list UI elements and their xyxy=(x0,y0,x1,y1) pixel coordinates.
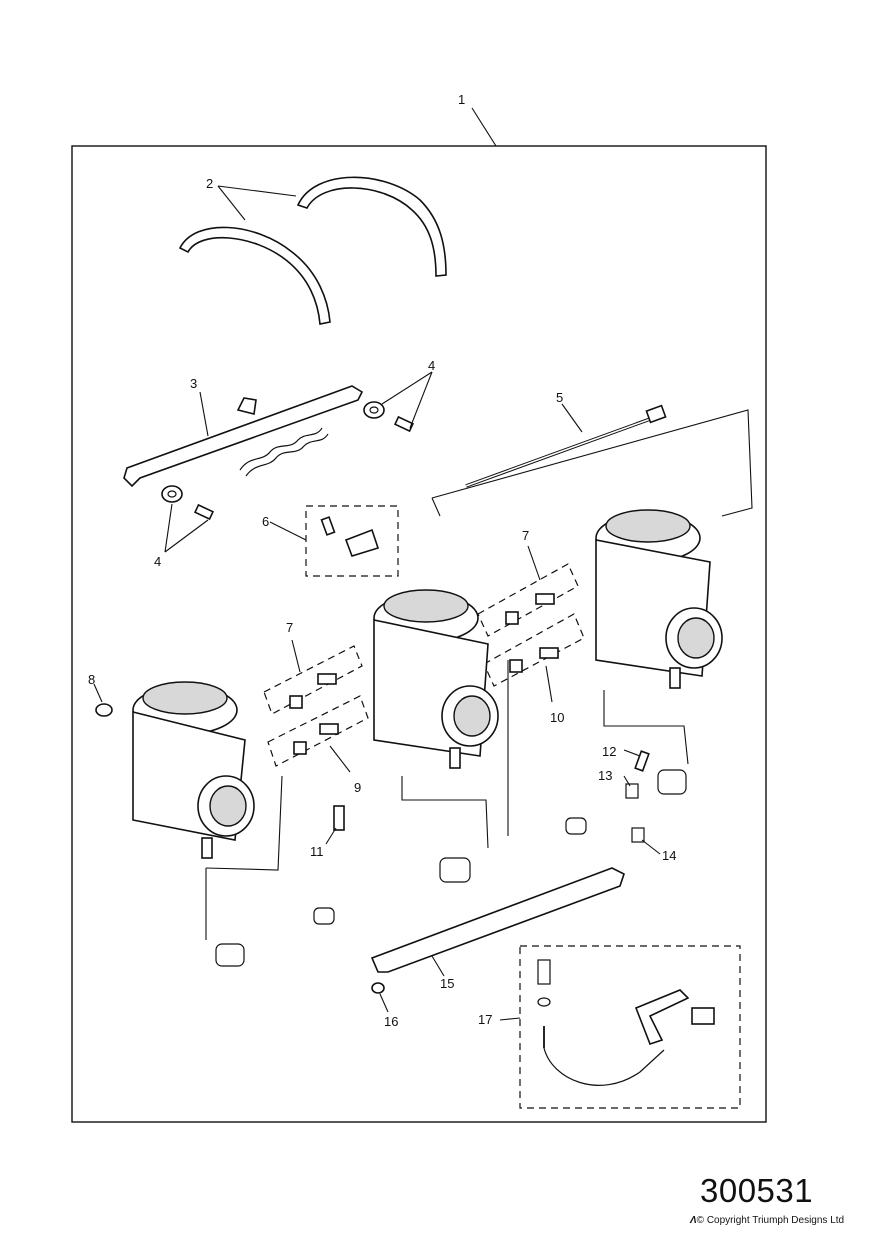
connecting-rod-part xyxy=(465,404,667,488)
part-label-10: 10 xyxy=(550,710,564,725)
part-label-5: 5 xyxy=(556,390,563,405)
throttle-bracket-part xyxy=(123,385,364,488)
cap-part xyxy=(95,703,113,717)
choke-cable-part xyxy=(537,959,715,1086)
pin-part xyxy=(333,805,345,831)
fuel-rail-part xyxy=(370,867,625,973)
part-label-16: 16 xyxy=(384,1014,398,1029)
part-label-3: 3 xyxy=(190,376,197,391)
diagram-reference-number: 300531 xyxy=(700,1172,814,1209)
part-label-11: 11 xyxy=(310,844,324,859)
part-label-7b: 7 xyxy=(286,620,293,635)
assembly-frame xyxy=(71,145,767,1123)
part-label-4b: 4 xyxy=(154,554,161,569)
part-label-17: 17 xyxy=(478,1012,492,1027)
copyright-notice: Λ© Copyright Triumph Designs Ltd xyxy=(690,1215,844,1226)
part-label-2: 2 xyxy=(206,176,213,191)
part-label-1: 1 xyxy=(458,92,465,107)
part-label-7: 7 xyxy=(522,528,529,543)
part-label-4: 4 xyxy=(428,358,435,373)
part-label-9: 9 xyxy=(354,780,361,795)
part-label-15: 15 xyxy=(440,976,454,991)
washer-screw-part xyxy=(161,401,415,521)
part-label-13: 13 xyxy=(598,768,612,783)
carburettor-left xyxy=(132,681,255,859)
clip-part xyxy=(320,516,380,557)
return-spring-part xyxy=(215,769,687,967)
triumph-logo-icon: Λ xyxy=(690,1215,697,1226)
part-label-14: 14 xyxy=(662,848,676,863)
copyright-text: © Copyright Triumph Designs Ltd xyxy=(696,1215,845,1226)
fuel-hose-part xyxy=(178,176,447,325)
part-label-8: 8 xyxy=(88,672,95,687)
part-label-6: 6 xyxy=(262,514,269,529)
part-label-12: 12 xyxy=(602,744,616,759)
carburettor-centre xyxy=(373,589,499,769)
tee-connector-part xyxy=(289,593,559,755)
carburettor-right xyxy=(595,509,723,689)
